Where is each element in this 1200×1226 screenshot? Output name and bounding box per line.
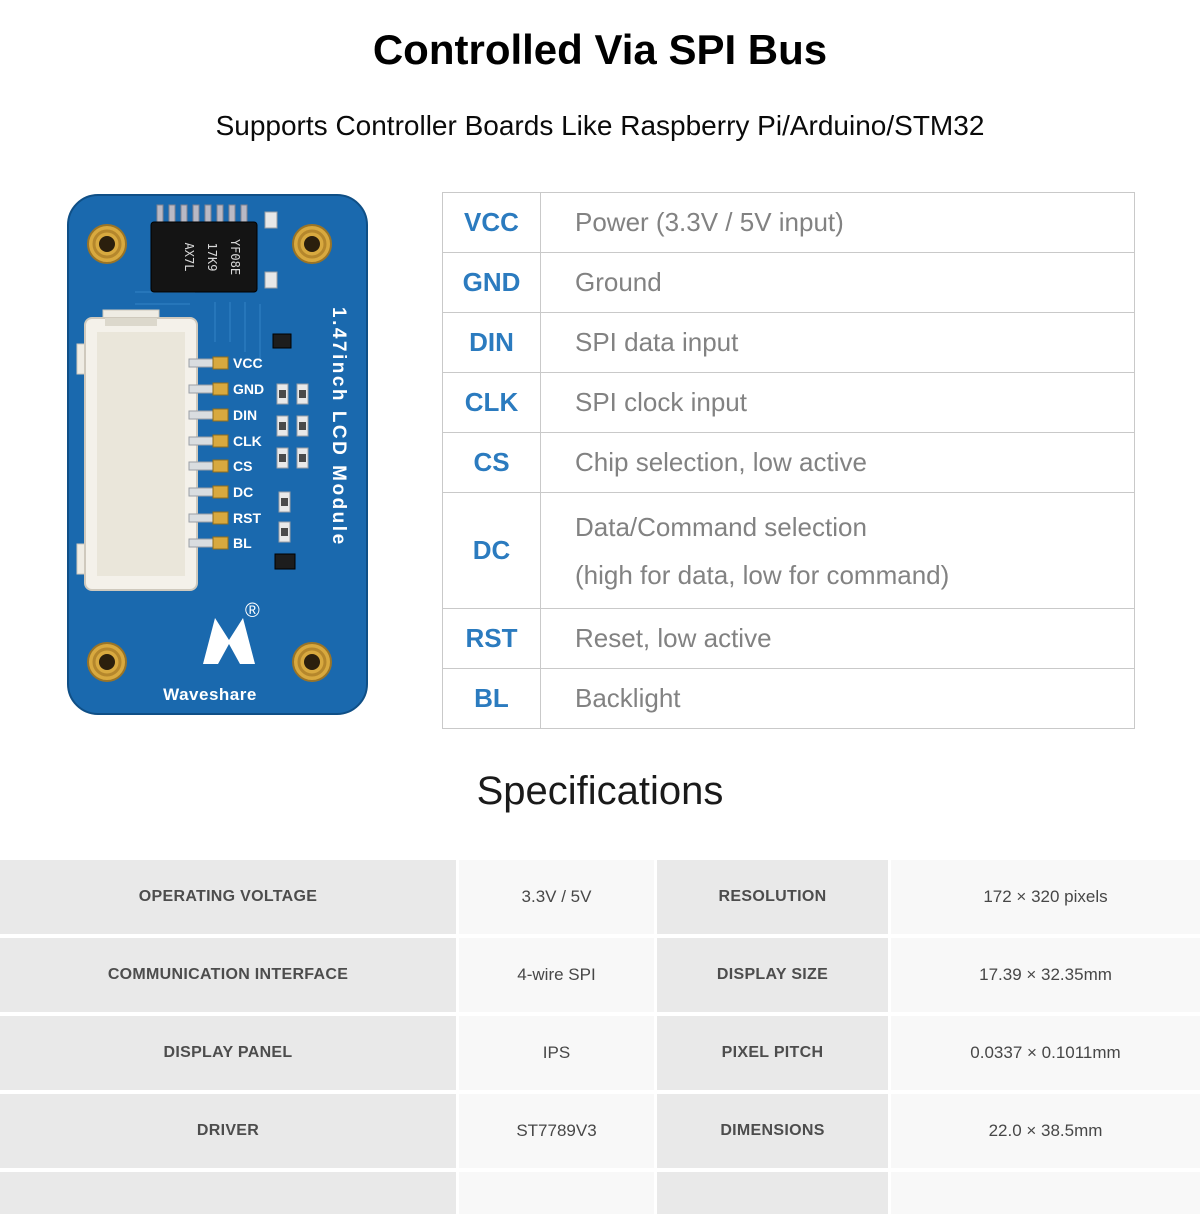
waveshare-logo-mark (203, 618, 255, 664)
pcb-board: YF08E 17K9 AX7L (67, 194, 368, 715)
spec-label: RESOLUTION (654, 860, 888, 934)
chip-marking-1: YF08E (228, 239, 242, 275)
spec-value: ST7789V3 (456, 1094, 654, 1168)
pin-row-gnd: GND Ground (442, 252, 1135, 313)
pin-cell-desc: Ground (540, 252, 1135, 313)
pin-cell-name: RST (442, 608, 541, 669)
board-pin-label-vcc: VCC (233, 355, 263, 371)
jst-connector (76, 309, 198, 591)
chip-marking-3: AX7L (182, 243, 196, 272)
board-pin-label-clk: CLK (233, 433, 262, 449)
spec-value: 17.39 × 32.35mm (888, 938, 1200, 1012)
mounting-hole-bottom-right (292, 642, 332, 682)
page-title: Controlled Via SPI Bus (372, 26, 828, 73)
waveshare-logo: ® (203, 600, 260, 664)
spec-value: 172 × 320 pixels (888, 860, 1200, 934)
registered-mark: ® (245, 600, 260, 622)
spec-value: 22.0 × 38.5mm (888, 1094, 1200, 1168)
waveshare-brand-text: Waveshare (163, 685, 257, 704)
spec-value: IPS (456, 1016, 654, 1090)
top-section: YF08E 17K9 AX7L (65, 192, 1135, 729)
spec-value: 4-wire SPI (456, 938, 654, 1012)
driver-chip: YF08E 17K9 AX7L (150, 204, 258, 293)
pin-cell-desc: SPI data input (540, 312, 1135, 373)
spec-label: DISPLAY SIZE (654, 938, 888, 1012)
pin-cell-name: CS (442, 432, 541, 493)
pin-row-vcc: VCC Power (3.3V / 5V input) (442, 192, 1135, 253)
spec-value: 0.0337 × 0.1011mm (888, 1016, 1200, 1090)
spec-value: 3.3V / 5V (456, 860, 654, 934)
pin-row-cs: CS Chip selection, low active (442, 432, 1135, 493)
board-pin-label-bl: BL (233, 535, 252, 551)
spec-row: DISPLAY PANEL IPS PIXEL PITCH 0.0337 × 0… (0, 1016, 1200, 1090)
board-pin-label-dc: DC (233, 484, 253, 500)
spec-label (0, 1172, 456, 1214)
pin-headers: VCC GND DIN CLK CS DC RST BL (188, 355, 264, 551)
spec-value (456, 1172, 654, 1214)
lcd-module-photo: YF08E 17K9 AX7L (65, 192, 370, 722)
mounting-hole-top-left (87, 224, 127, 264)
spec-label: PIXEL PITCH (654, 1016, 888, 1090)
pin-desc-line-1: Data/Command selection (575, 511, 867, 542)
specifications-title: Specifications (476, 769, 724, 813)
board-pin-label-rst: RST (233, 510, 261, 526)
pin-cell-name: CLK (442, 372, 541, 433)
page-subtitle: Supports Controller Boards Like Raspberr… (215, 110, 985, 141)
pin-row-din: DIN SPI data input (442, 312, 1135, 373)
spec-row: DRIVER ST7789V3 DIMENSIONS 22.0 × 38.5mm (0, 1094, 1200, 1168)
board-side-label: 1.47inch LCD Module (328, 307, 349, 547)
spec-label: DISPLAY PANEL (0, 1016, 456, 1090)
pin-cell-name: VCC (442, 192, 541, 253)
board-pin-label-cs: CS (233, 458, 252, 474)
mounting-hole-bottom-left (87, 642, 127, 682)
pin-desc-line-2: (high for data, low for command) (575, 559, 950, 590)
specifications-table: OPERATING VOLTAGE 3.3V / 5V RESOLUTION 1… (0, 856, 1200, 1218)
pin-table: VCC Power (3.3V / 5V input) GND Ground D… (442, 192, 1135, 729)
board-pin-label-gnd: GND (233, 381, 264, 397)
pin-cell-desc: Power (3.3V / 5V input) (540, 192, 1135, 253)
page: Controlled Via SPI Bus Supports Controll… (0, 26, 1200, 1218)
pin-cell-desc: Backlight (540, 668, 1135, 729)
smd-components (272, 333, 309, 570)
pin-cell-desc: Data/Command selection (high for data, l… (540, 492, 1135, 609)
spec-row: COMMUNICATION INTERFACE 4-wire SPI DISPL… (0, 938, 1200, 1012)
pin-cell-desc: Reset, low active (540, 608, 1135, 669)
pin-cell-name: DIN (442, 312, 541, 373)
spec-label: DRIVER (0, 1094, 456, 1168)
pin-row-clk: CLK SPI clock input (442, 372, 1135, 433)
chip-marking-2: 17K9 (205, 243, 219, 272)
pin-cell-desc: Chip selection, low active (540, 432, 1135, 493)
spec-row-cutoff (0, 1172, 1200, 1214)
spec-label: OPERATING VOLTAGE (0, 860, 456, 934)
spec-row: OPERATING VOLTAGE 3.3V / 5V RESOLUTION 1… (0, 860, 1200, 934)
spec-value (888, 1172, 1200, 1214)
pin-cell-name: GND (442, 252, 541, 313)
pin-row-dc: DC Data/Command selection (high for data… (442, 492, 1135, 609)
pin-cell-name: DC (442, 492, 541, 609)
pin-row-rst: RST Reset, low active (442, 608, 1135, 669)
pin-cell-name: BL (442, 668, 541, 729)
pin-cell-desc: SPI clock input (540, 372, 1135, 433)
spec-label: DIMENSIONS (654, 1094, 888, 1168)
mounting-hole-top-right (292, 224, 332, 264)
pin-row-bl: BL Backlight (442, 668, 1135, 729)
spec-label: COMMUNICATION INTERFACE (0, 938, 456, 1012)
board-pin-label-din: DIN (233, 407, 257, 423)
solder-pads (212, 356, 229, 550)
spec-label (654, 1172, 888, 1214)
smd-pads-top (264, 211, 278, 289)
